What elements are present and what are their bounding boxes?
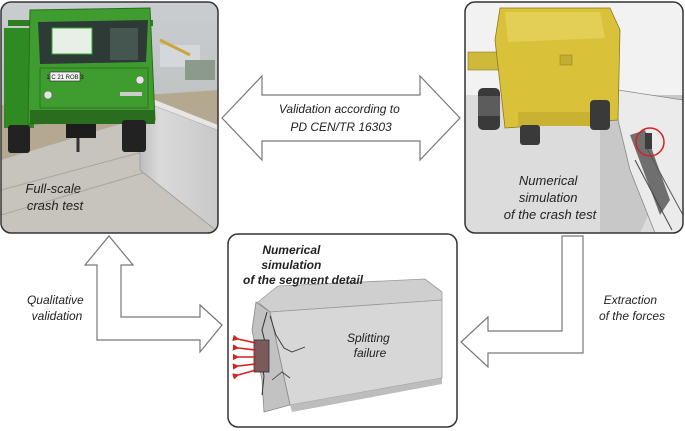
validation-double-arrow xyxy=(221,74,461,162)
right-panel-frame xyxy=(464,1,684,234)
qualitative-line2: validation xyxy=(32,309,83,323)
truck-license-plate: 1 C 21 ROB 3 xyxy=(46,75,84,81)
left-panel-frame xyxy=(0,1,219,234)
force-extraction-label: Extraction of the forces xyxy=(599,293,665,323)
splitting-failure-line1: Splitting xyxy=(347,331,390,345)
splitting-failure-label: Splitting failure xyxy=(347,331,393,360)
validation-arrow-label: Validation according to PD CEN/TR 16303 xyxy=(279,102,403,134)
crash-test-photo-panel: 1 C 21 ROB 3 xyxy=(1,2,218,233)
crash-simulation-label: Numerical simulation of the crash test xyxy=(504,173,598,222)
impact-highlight-circle xyxy=(635,127,665,157)
validation-line2: PD CEN/TR 16303 xyxy=(290,120,392,134)
extraction-line1: Extraction xyxy=(604,293,658,307)
qualitative-line1: Qualitative xyxy=(27,293,84,307)
full-scale-label: Full-scale crash test xyxy=(25,181,84,213)
applied-force-arrows xyxy=(232,334,257,380)
segment-detail-title-line2: simulation xyxy=(261,258,321,272)
crash-simulation-line2: simulation xyxy=(519,190,578,205)
segment-detail-title: Numerical simulation of the segment deta… xyxy=(243,243,364,287)
extraction-line2: of the forces xyxy=(599,309,665,323)
full-scale-line2: crash test xyxy=(27,198,85,213)
simulation-render-panel xyxy=(465,2,683,233)
qualitative-validation-arrow xyxy=(83,235,223,354)
force-extraction-arrow xyxy=(460,235,584,369)
splitting-failure-line2: failure xyxy=(354,346,387,360)
crash-simulation-line3: of the crash test xyxy=(504,207,598,222)
concrete-segment-model xyxy=(232,278,443,413)
segment-detail-title-line3: of the segment detail xyxy=(243,273,364,287)
full-scale-line1: Full-scale xyxy=(25,181,81,196)
crash-simulation-line1: Numerical xyxy=(519,173,579,188)
qualitative-validation-label: Qualitative validation xyxy=(27,293,87,323)
segment-detail-title-line1: Numerical xyxy=(262,243,321,257)
validation-line1: Validation according to xyxy=(279,102,400,116)
